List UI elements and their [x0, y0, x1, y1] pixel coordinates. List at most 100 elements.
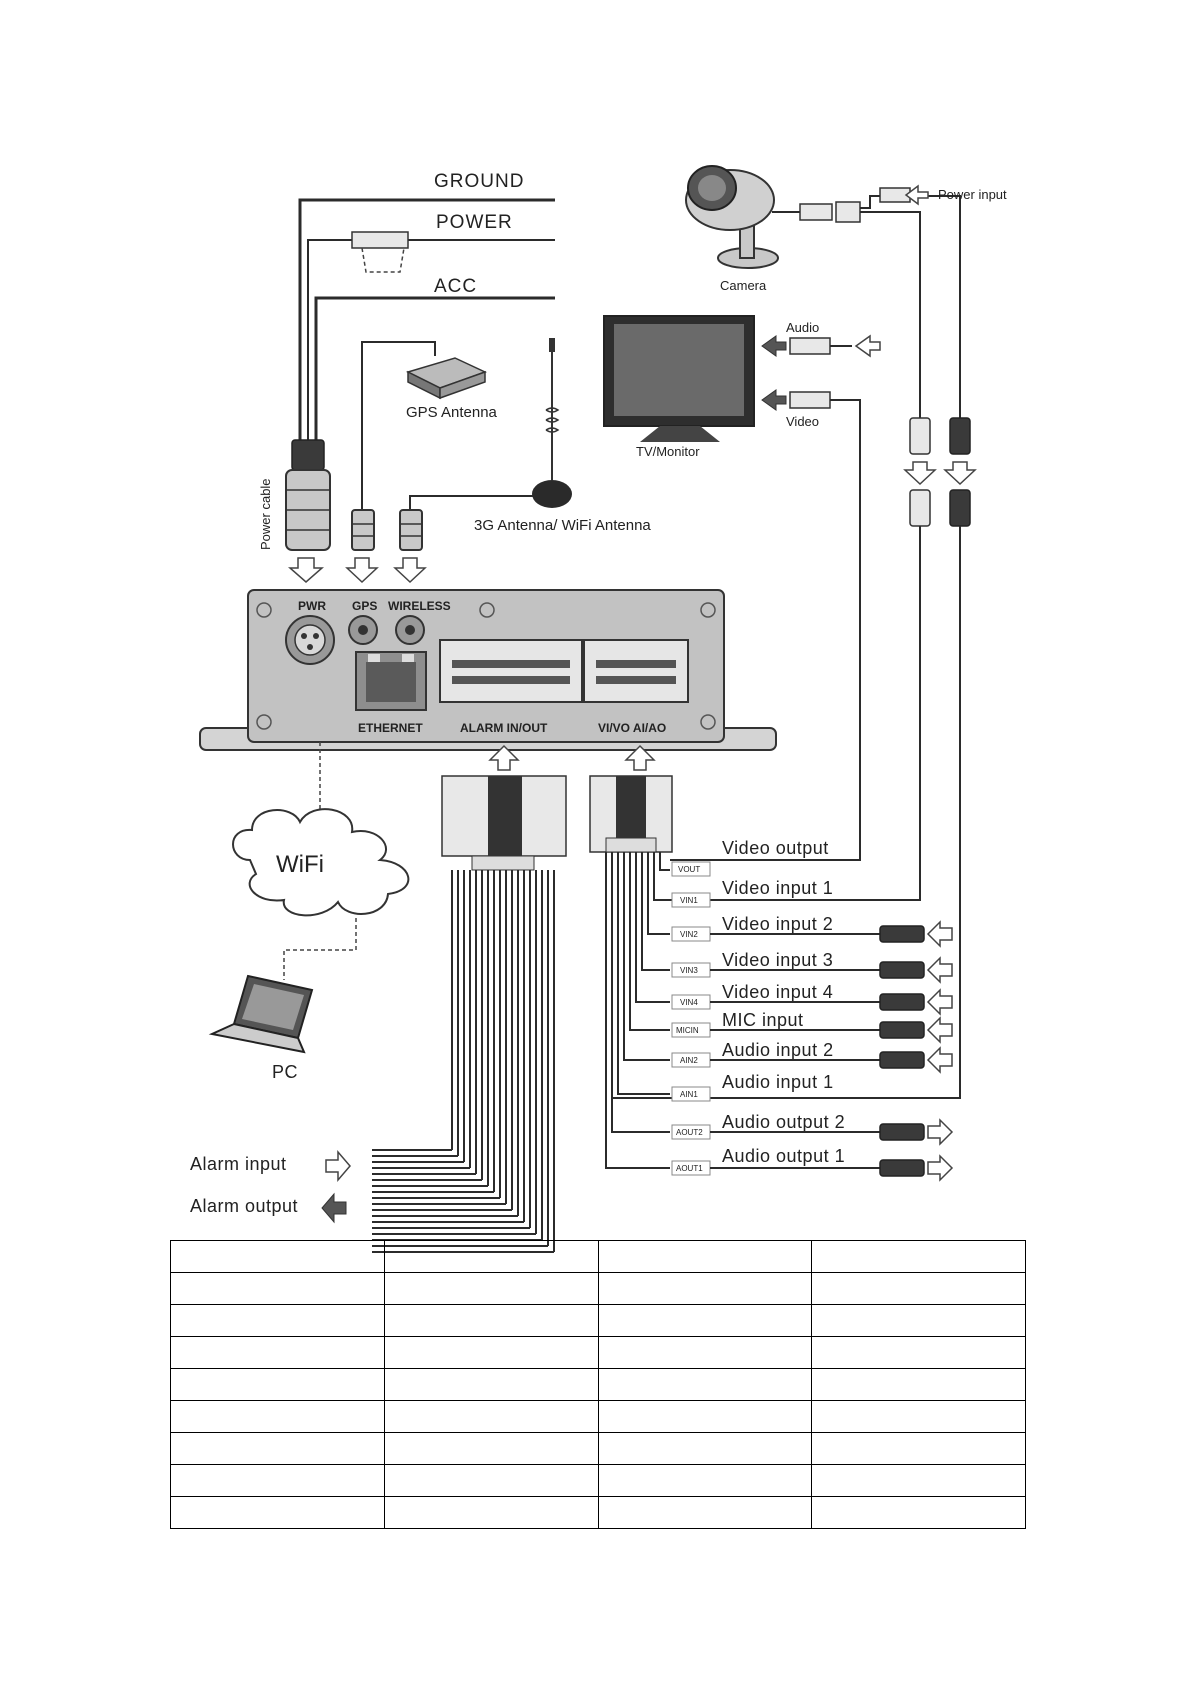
arrow-down-icon: [393, 557, 427, 584]
fuse-bracket: [361, 247, 405, 273]
alarm-output-label: Alarm output: [190, 1196, 298, 1216]
table-cell: [811, 1464, 1026, 1497]
table-row: [170, 1432, 1026, 1465]
table-cell: [811, 1400, 1026, 1433]
table-cell: [597, 1432, 813, 1465]
table-cell: [170, 1336, 385, 1369]
gps-antenna-label: GPS Antenna: [406, 404, 498, 421]
io-label: Audio output 1: [722, 1146, 845, 1166]
acc-label: ACC: [434, 276, 477, 297]
ground-label: GROUND: [434, 171, 524, 192]
io-tag: VIN2: [680, 930, 698, 939]
table-cell: [597, 1496, 813, 1529]
table-cell: [170, 1272, 385, 1305]
arrow-left-icon: [904, 184, 929, 206]
table-cell: [811, 1304, 1026, 1337]
power-label: POWER: [436, 212, 513, 233]
gps-antenna: GPS Antenna: [345, 341, 498, 584]
dvr-unit: PWR GPS WIRELESS ETHERNET ALARM IN/OUT V…: [199, 589, 777, 771]
io-label: Audio input 2: [722, 1040, 834, 1060]
pc-label: PC: [272, 1062, 298, 1082]
table-cell: [597, 1336, 813, 1369]
io-tag: VIN3: [680, 966, 698, 975]
tv-monitor: TV/Monitor Audio Video: [603, 315, 881, 861]
table-cell: [597, 1464, 813, 1497]
fuse-holder: [351, 231, 409, 249]
io-lines: VOUT Video output VIN1 Video input 1 VIN…: [671, 838, 954, 1182]
table-cell: [383, 1240, 599, 1273]
alarm-io-port: [439, 639, 583, 703]
io-tag: VIN4: [680, 998, 698, 1007]
io-tag: AIN2: [680, 1056, 698, 1065]
table-cell: [811, 1336, 1026, 1369]
ground-wire: [298, 198, 555, 440]
spec-table: [170, 1240, 1026, 1529]
table-cell: [170, 1304, 385, 1337]
table-row: [170, 1336, 1026, 1369]
audio-label: Audio: [786, 320, 819, 335]
table-cell: [811, 1368, 1026, 1401]
table-row: [170, 1496, 1026, 1529]
3g-wifi-antenna: 3G Antenna/ WiFi Antenna: [393, 338, 651, 584]
table-cell: [811, 1432, 1026, 1465]
power-lines: GROUND POWER ACC: [298, 171, 555, 440]
io-tag: MICIN: [676, 1026, 699, 1035]
arrow-left-icon: [321, 1192, 347, 1224]
port-alarm-label: ALARM IN/OUT: [460, 721, 548, 735]
io-label: Video input 1: [722, 878, 833, 898]
table-cell: [383, 1368, 599, 1401]
table-cell: [170, 1240, 385, 1273]
io-label: Video input 3: [722, 950, 833, 970]
wifi-cloud: WiFi: [232, 742, 410, 980]
wifi-label: WiFi: [276, 851, 324, 878]
arrow-up-icon: [488, 744, 520, 771]
io-label: Video input 4: [722, 982, 833, 1002]
table-cell: [170, 1368, 385, 1401]
table-cell: [597, 1368, 813, 1401]
table-row: [170, 1400, 1026, 1433]
io-tag: AIN1: [680, 1090, 698, 1099]
table-row: [170, 1272, 1026, 1305]
io-label: MIC input: [722, 1010, 804, 1030]
table-cell: [383, 1304, 599, 1337]
table-cell: [811, 1240, 1026, 1273]
table-row: [170, 1368, 1026, 1401]
io-label: Video output: [722, 838, 829, 858]
table-cell: [383, 1464, 599, 1497]
table-cell: [597, 1304, 813, 1337]
table-row: [170, 1304, 1026, 1337]
table-cell: [383, 1432, 599, 1465]
camera-label: Camera: [720, 278, 767, 293]
table-cell: [383, 1336, 599, 1369]
table-cell: [811, 1272, 1026, 1305]
table-cell: [811, 1496, 1026, 1529]
table-cell: [383, 1272, 599, 1305]
port-pwr-label: PWR: [298, 599, 326, 613]
table-cell: [383, 1400, 599, 1433]
table-cell: [597, 1400, 813, 1433]
vivo-harness: [589, 775, 673, 1169]
io-label: Audio output 2: [722, 1112, 845, 1132]
port-vivo-label: VI/VO AI/AO: [598, 721, 666, 735]
io-tag: VIN1: [680, 896, 698, 905]
table-cell: [170, 1496, 385, 1529]
vivo-port: [583, 639, 689, 703]
power-cable-label: Power cable: [258, 478, 273, 550]
io-tag: AOUT1: [676, 1164, 703, 1173]
acc-wire: [314, 296, 555, 440]
arrow-right-icon: [325, 1149, 351, 1183]
table-cell: [170, 1400, 385, 1433]
arrow-up-icon: [624, 744, 656, 771]
alarm-input-label: Alarm input: [190, 1154, 287, 1174]
power-wire: [307, 239, 555, 440]
arrow-down-icon: [345, 557, 379, 584]
port-gps-label: GPS: [352, 599, 377, 613]
alarm-harness: Alarm input Alarm output: [190, 775, 567, 1253]
port-ethernet-label: ETHERNET: [358, 721, 423, 735]
arrow-down-icon: [288, 557, 324, 583]
3g-antenna-label: 3G Antenna/ WiFi Antenna: [474, 517, 651, 534]
io-tag: VOUT: [678, 865, 700, 874]
io-tag: AOUT2: [676, 1128, 703, 1137]
table-row: [170, 1240, 1026, 1273]
